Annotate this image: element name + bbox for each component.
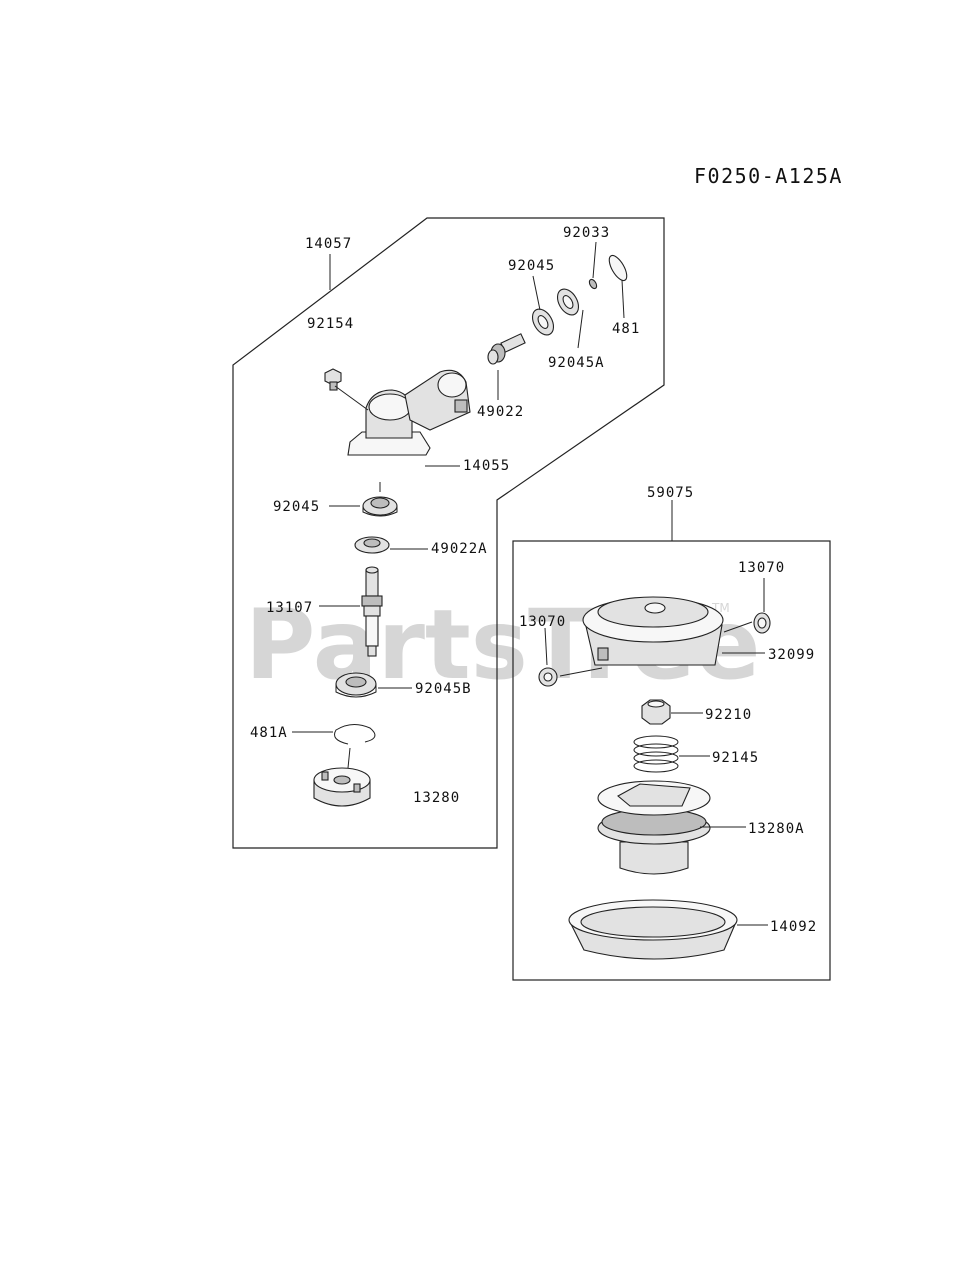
label-14057: 14057: [305, 236, 352, 252]
cover-part: [582, 596, 724, 666]
label-481: 481: [612, 321, 640, 337]
label-92033: 92033: [563, 225, 610, 241]
label-49022: 49022: [477, 404, 524, 420]
key-part: [588, 278, 598, 290]
label-13107: 13107: [266, 600, 313, 616]
circlip-part: [608, 254, 628, 282]
label-13070-right: 13070: [738, 560, 785, 576]
leader-lines: [292, 241, 768, 926]
part-labels: 14057 92154 92033 92045 481 92045A 49022…: [250, 225, 817, 935]
circlip-part: [334, 724, 376, 745]
bearing-part: [362, 496, 398, 517]
gear-case-part: [347, 369, 471, 456]
label-92145: 92145: [712, 750, 759, 766]
washer-part: [354, 536, 390, 554]
label-14055: 14055: [463, 458, 510, 474]
bearing-part: [335, 672, 377, 698]
label-481A: 481A: [250, 725, 288, 741]
label-92154: 92154: [307, 316, 354, 332]
spool-part: [597, 780, 711, 875]
bearing-part: [531, 308, 555, 336]
label-13280A: 13280A: [748, 821, 805, 837]
label-32099: 32099: [768, 647, 815, 663]
label-92045-mid: 92045: [273, 499, 320, 515]
label-92045-top: 92045: [508, 258, 555, 274]
label-92210: 92210: [705, 707, 752, 723]
label-92045A: 92045A: [548, 355, 605, 371]
holder-part: [313, 767, 371, 807]
bolt-part: [324, 368, 342, 391]
nut-part: [641, 699, 671, 725]
label-92045B: 92045B: [415, 681, 472, 697]
shaft-part: [361, 566, 383, 657]
label-13070-left: 13070: [519, 614, 566, 630]
base-part: [568, 899, 738, 960]
label-13280: 13280: [413, 790, 460, 806]
eyelet-part: [538, 667, 558, 687]
shaft-part: [487, 333, 526, 365]
bearing-part: [556, 288, 580, 316]
gear-head-assembly-outline: [232, 217, 665, 849]
eyelet-part: [753, 612, 771, 634]
diagram-code: F0250-A125A: [694, 164, 843, 188]
label-14092: 14092: [770, 919, 817, 935]
spring-part: [633, 735, 679, 773]
label-49022A: 49022A: [431, 541, 488, 557]
label-59075: 59075: [647, 485, 694, 501]
